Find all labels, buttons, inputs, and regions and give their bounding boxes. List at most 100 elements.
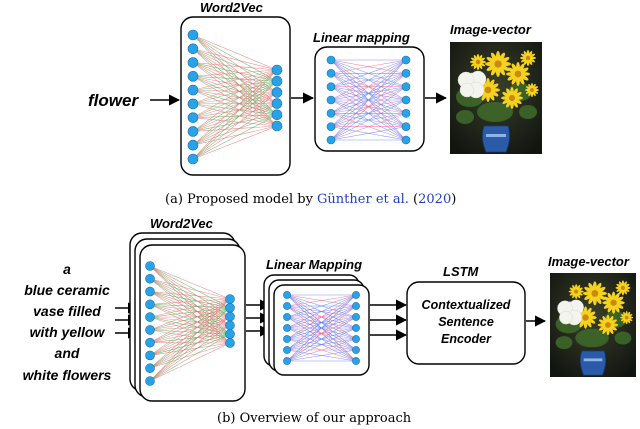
w2v-top-edge: [192, 125, 278, 160]
w2v-top-edge: [192, 92, 278, 132]
w2v-bot-edge: [149, 307, 231, 356]
panel-a: flower Word2Vec Linear mapping Image-vec…: [88, 0, 542, 207]
w2v-bot-node: [225, 338, 235, 348]
input-line-6: white flowers: [23, 367, 112, 383]
w2v-top-edge: [192, 80, 278, 160]
linear-mapping-network-bottom: [283, 291, 360, 365]
w2v-top-node: [187, 98, 199, 110]
w2v-top-edge: [192, 69, 278, 118]
lin-bot-edge: [286, 294, 357, 351]
sentence-input: a blue ceramic vase filled with yellow a…: [23, 261, 112, 383]
w2v-bot-edge: [149, 325, 231, 331]
w2v-bot-edge: [149, 298, 231, 305]
caption-b: (b) Overview of our approach: [217, 411, 412, 426]
w2v-top-edge: [192, 114, 278, 146]
w2v-bot-edge: [149, 307, 231, 382]
w2v-top-edge: [192, 117, 278, 127]
w2v-top-node: [271, 109, 283, 121]
w2v-bot-edge: [149, 304, 231, 326]
lin-top-edge: [330, 59, 407, 101]
lin-bot-node: [352, 291, 360, 299]
w2v-bot-edge: [149, 325, 231, 382]
input-line-1: a: [63, 261, 71, 277]
w2v-top-edge: [192, 114, 278, 160]
w2v-top-edge: [192, 62, 278, 71]
w2v-bot-edge: [149, 291, 231, 300]
w2v-top-node: [187, 71, 199, 82]
w2v-bot-edge: [149, 298, 231, 382]
w2v-bot-node: [145, 350, 155, 361]
w2v-bot-edge: [149, 304, 231, 335]
w2v-top-edge: [192, 125, 278, 146]
citation-author-link[interactable]: Günther et al.: [317, 192, 409, 207]
lin-bot-node: [352, 357, 360, 365]
w2v-top-node: [187, 139, 199, 151]
lin-top-node: [401, 109, 411, 118]
lin-top-edge: [330, 59, 407, 127]
image-vector-title-top: Image-vector: [450, 22, 532, 37]
w2v-bot-node: [145, 299, 155, 310]
w2v-bot-edge: [149, 298, 231, 356]
lin-bot-edge: [286, 327, 357, 362]
w2v-bot-edge: [149, 333, 231, 369]
w2v-top-edge: [192, 125, 278, 132]
w2v-top-node: [271, 64, 283, 76]
flower-vase-image-bottom: [550, 273, 636, 377]
lin-top-edge: [330, 99, 407, 141]
citation-year-link[interactable]: 2020: [418, 192, 451, 207]
w2v-bot-edge: [149, 333, 231, 356]
w2v-bot-edge: [149, 278, 231, 300]
w2v-top-node: [271, 87, 283, 98]
lin-bot-node: [283, 346, 291, 354]
w2v-bot-node: [145, 363, 155, 374]
input-line-5: and: [55, 345, 80, 361]
lin-top-edge: [330, 86, 407, 141]
encoder-line-2: Sentence: [438, 315, 494, 329]
w2v-bot-node: [145, 261, 155, 271]
lin-bot-edge: [286, 294, 357, 362]
lstm-encoder-box: [406, 281, 526, 365]
w2v-bot-edge: [149, 307, 231, 331]
w2v-bot-edge: [149, 329, 231, 344]
word2vec-network-top: [187, 29, 283, 165]
input-line-4: with yellow: [30, 324, 106, 340]
lin-top-node: [326, 55, 336, 65]
lstm-title: LSTM: [443, 264, 480, 279]
lin-bot-edge: [286, 305, 357, 362]
w2v-bot-edge: [149, 298, 231, 369]
input-word-flower: flower: [88, 91, 139, 110]
lin-top-node: [326, 82, 336, 91]
lin-bot-edge: [286, 294, 357, 307]
w2v-bot-edge: [149, 298, 231, 343]
w2v-top-edge: [192, 92, 278, 146]
w2v-bot-node: [145, 337, 155, 348]
word2vec-network-bottom: [145, 261, 235, 386]
w2v-top-edge: [192, 69, 278, 146]
lin-bot-edge: [286, 316, 357, 362]
w2v-bot-edge: [149, 316, 231, 356]
w2v-bot-edge: [149, 325, 231, 343]
caption-a: (a) Proposed model by Günther et al. (20…: [165, 192, 456, 207]
w2v-bot-node: [145, 286, 155, 297]
lin-top-edge: [330, 126, 407, 141]
w2v-top-edge: [192, 80, 278, 118]
w2v-bot-node: [145, 273, 155, 284]
w2v-bot-edge: [149, 316, 231, 343]
w2v-bot-edge: [149, 307, 231, 369]
lin-bot-node: [352, 346, 360, 354]
w2v-top-edge: [192, 69, 278, 77]
w2v-top-edge: [192, 92, 278, 160]
panel-b: a blue ceramic vase filled with yellow a…: [23, 216, 636, 426]
lin-bot-edge: [286, 338, 357, 362]
w2v-top-node: [187, 29, 199, 41]
w2v-bot-edge: [149, 342, 231, 382]
lin-top-node: [401, 55, 411, 65]
w2v-top-edge: [192, 80, 278, 132]
w2v-top-edge: [192, 114, 278, 132]
lin-bot-node: [283, 335, 291, 343]
lin-top-edge: [330, 113, 407, 141]
lin-top-edge: [330, 59, 407, 87]
lin-top-node: [326, 135, 336, 145]
lin-bot-node: [283, 291, 291, 299]
w2v-bot-edge: [149, 265, 231, 309]
